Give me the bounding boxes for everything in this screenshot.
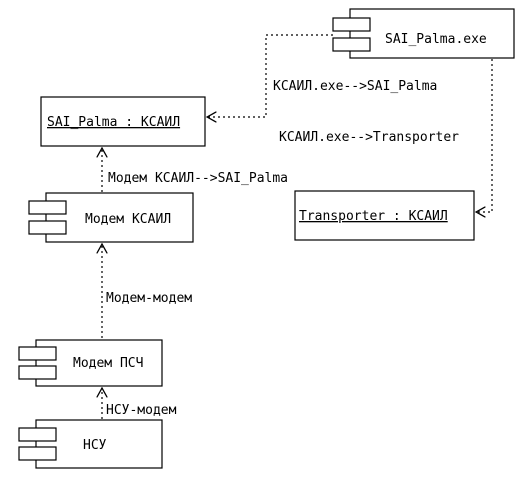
object-transporter[interactable]: Transporter : КСАИЛ — [294, 190, 475, 241]
component-body — [35, 339, 163, 387]
component-port-bottom — [18, 446, 57, 461]
dependency-exe-to-transporter — [476, 59, 493, 212]
component-body — [45, 192, 194, 243]
dependency-exe-to-sai-palma — [207, 34, 333, 117]
component-label: SAI_Palma.exe — [385, 32, 487, 47]
object-box — [294, 190, 475, 241]
component-port-bottom — [28, 220, 67, 235]
object-box — [40, 96, 206, 147]
component-port-bottom — [332, 37, 371, 52]
component-body — [349, 8, 515, 59]
component-port-top — [18, 346, 57, 361]
component-port-bottom — [18, 365, 57, 380]
component-modem-psch[interactable]: Модем ПСЧ — [18, 339, 163, 387]
component-body — [35, 419, 163, 469]
component-label: НСУ — [83, 438, 107, 453]
component-sai-palma-exe[interactable]: SAI_Palma.exe — [332, 8, 515, 59]
object-sai-palma[interactable]: SAI_Palma : КСАИЛ — [40, 96, 206, 147]
dependency-label-modem-modem: Модем-модем — [106, 291, 192, 306]
dependency-label-modem-to-sai: Модем КСАИЛ-->SAI_Palma — [108, 171, 288, 186]
component-port-top — [28, 200, 67, 215]
component-port-top — [18, 427, 57, 442]
component-label: Модем КСАИЛ — [85, 212, 171, 227]
dependency-label-exe-to-sai: КСАИЛ.exe-->SAI_Palma — [273, 79, 437, 94]
component-label: Модем ПСЧ — [73, 356, 143, 371]
component-nsu[interactable]: НСУ — [18, 419, 163, 469]
component-port-top — [332, 17, 371, 32]
dependency-label-exe-to-transporter: КСАИЛ.exe-->Transporter — [279, 130, 459, 145]
object-label: SAI_Palma : КСАИЛ — [47, 115, 180, 130]
component-modem-ksail[interactable]: Модем КСАИЛ — [28, 192, 194, 243]
dependency-label-nsu-modem: НСУ-модем — [106, 403, 177, 418]
object-label: Transporter : КСАИЛ — [299, 209, 448, 224]
